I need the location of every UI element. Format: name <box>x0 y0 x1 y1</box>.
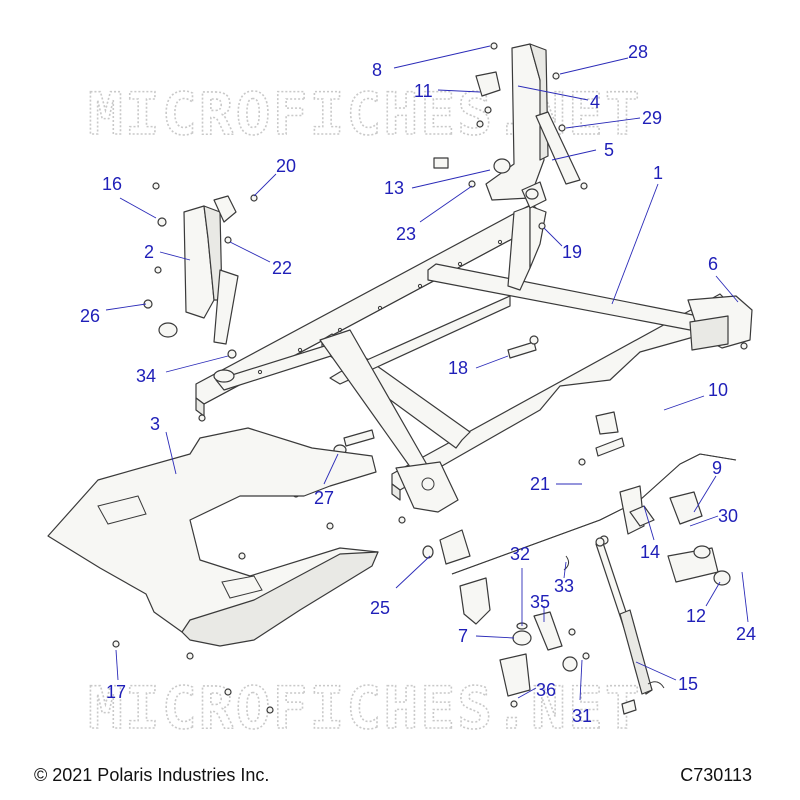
callout-13: 13 <box>384 178 404 198</box>
callout-6: 6 <box>708 254 718 274</box>
callout-27: 27 <box>314 488 334 508</box>
callout-1: 1 <box>653 163 663 183</box>
callout-11: 11 <box>414 81 433 101</box>
left-tower-bracket <box>158 195 239 345</box>
skid-plate <box>47 427 379 647</box>
callout-4: 4 <box>590 92 600 112</box>
callout-labels: 1 2 3 4 5 6 7 8 9 10 11 12 13 14 15 16 1… <box>80 42 756 726</box>
callout-21: 21 <box>530 474 550 494</box>
callout-31: 31 <box>572 706 592 726</box>
callout-5: 5 <box>604 140 614 160</box>
callout-28: 28 <box>628 42 648 62</box>
right-tower-bracket <box>485 43 581 209</box>
callout-36: 36 <box>536 680 556 700</box>
callout-12: 12 <box>686 606 706 626</box>
callout-29: 29 <box>642 108 662 128</box>
callout-18: 18 <box>448 358 468 378</box>
callout-24: 24 <box>736 624 756 644</box>
callout-19: 19 <box>562 242 582 262</box>
copyright-text: © 2021 Polaris Industries Inc. <box>34 765 270 785</box>
callout-25: 25 <box>370 598 390 618</box>
watermark-bottom: MICROFICHES.NET <box>88 674 642 742</box>
callout-35: 35 <box>530 592 550 612</box>
callout-15: 15 <box>678 674 698 694</box>
callout-26: 26 <box>80 306 100 326</box>
lower-mount-parts <box>499 555 590 708</box>
gas-strut <box>595 537 665 715</box>
callout-32: 32 <box>510 544 530 564</box>
main-frame <box>195 203 753 513</box>
callout-22: 22 <box>272 258 292 278</box>
callout-2: 2 <box>144 242 154 262</box>
callout-9: 9 <box>712 458 722 478</box>
callout-20: 20 <box>276 156 296 176</box>
leader-lines <box>105 45 749 701</box>
callout-17: 17 <box>106 682 126 702</box>
callout-10: 10 <box>708 380 728 400</box>
callout-30: 30 <box>718 506 738 526</box>
callout-34: 34 <box>136 366 156 386</box>
callout-16: 16 <box>102 174 122 194</box>
diagram-code: C730113 <box>680 765 752 785</box>
callout-8: 8 <box>372 60 382 80</box>
callout-33: 33 <box>554 576 574 596</box>
callout-14: 14 <box>640 542 660 562</box>
sway-bar-assembly <box>439 453 737 625</box>
callout-23: 23 <box>396 224 416 244</box>
callout-3: 3 <box>150 414 160 434</box>
callout-7: 7 <box>458 626 468 646</box>
